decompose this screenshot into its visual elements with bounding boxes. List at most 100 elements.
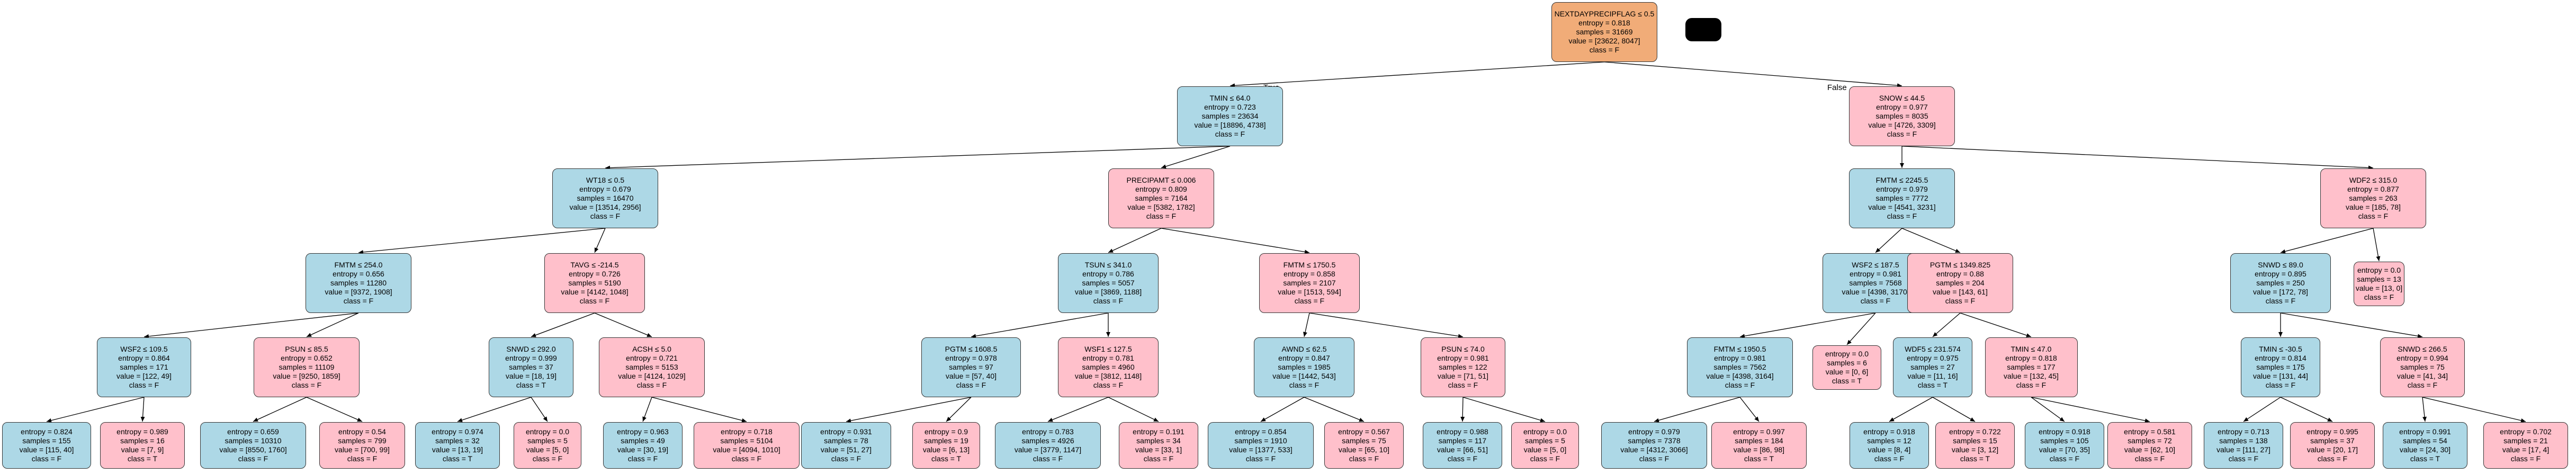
node-text-line: class = F	[1245, 454, 1276, 463]
node-text-line: entropy = 0.818	[2005, 354, 2057, 362]
node-text-line: entropy = 0.989	[116, 427, 168, 436]
node-text-line: samples = 32	[435, 436, 480, 445]
tree-edge	[1462, 397, 1546, 423]
node-text-line: entropy = 0.809	[1135, 185, 1187, 193]
node-text-line: TMIN ≤ -30.5	[2259, 345, 2302, 353]
node-text-line: entropy = 0.978	[945, 354, 997, 362]
tree-edge	[2422, 397, 2526, 423]
node-text-line: samples = 7772	[1875, 194, 1928, 202]
node-text-line: entropy = 0.721	[626, 354, 678, 362]
node-text-line: entropy = 0.786	[1082, 270, 1134, 278]
node-text-line: samples = 5	[527, 436, 568, 445]
node-text-line: samples = 184	[1735, 436, 1783, 445]
node-text-line: PSUN ≤ 85.5	[285, 345, 328, 353]
node-text-line: entropy = 0.781	[1082, 354, 1134, 362]
node-text-line: class = F	[2407, 381, 2438, 389]
node-text-line: value = [3869, 1188]	[1074, 288, 1142, 296]
node-text-line: class = F	[347, 454, 378, 463]
tree-edge	[2373, 228, 2381, 262]
node-text-line: entropy = 0.54	[338, 427, 386, 436]
node-text-line: value = [115, 40]	[19, 445, 74, 454]
node-text-line: value = [5, 0]	[526, 445, 569, 454]
node-text-line: samples = 78	[824, 436, 868, 445]
node-text-line: samples = 177	[2007, 363, 2056, 371]
tree-edge	[306, 397, 363, 422]
tree-edge	[1304, 397, 1365, 422]
tree-edge	[1739, 397, 1760, 422]
node-text-line: class = F	[2265, 381, 2296, 389]
redaction-blob	[1685, 18, 1721, 41]
node-text-line: entropy = 0.9	[924, 427, 968, 436]
node-text-line: samples = 19	[924, 436, 968, 445]
tree-edge	[1161, 228, 1310, 254]
node-text-line: entropy = 0.0	[1523, 427, 1567, 436]
node-text-line: class = F	[2364, 293, 2394, 301]
node-text-line: entropy = 0.713	[2218, 427, 2269, 436]
node-text-line: value = [4094, 1010]	[713, 445, 780, 454]
node-text-line: class = F	[1447, 454, 1478, 463]
node-text-line: value = [11, 16]	[1907, 372, 1958, 380]
tree-edge	[651, 397, 747, 423]
node-text-line: value = [13, 19]	[432, 445, 483, 454]
tree-edge	[2280, 228, 2374, 254]
edge-label-false: False	[1827, 83, 1847, 92]
node-text-line: value = [172, 78]	[2253, 288, 2308, 296]
tree-edge	[1108, 397, 1159, 422]
node-text-line: entropy = 0.974	[432, 427, 483, 436]
node-text-line: entropy = 0.783	[1022, 427, 1074, 436]
node-text-line: class = T	[1744, 454, 1774, 463]
node-text-line: samples = 12	[1867, 436, 1911, 445]
node-text-line: entropy = 0.847	[1278, 354, 1330, 362]
node-text-line: class = F	[731, 454, 762, 463]
tree-edge	[1047, 397, 1109, 422]
node-text-line: value = [23622, 8047]	[1568, 37, 1640, 45]
tree-edge	[531, 312, 595, 337]
node-text-line: value = [18896, 4738]	[1194, 121, 1266, 129]
node-text-line: value = [3779, 1147]	[1014, 445, 1082, 454]
node-text-line: class = F	[579, 297, 610, 305]
node-text-line: FMTM ≤ 1750.5	[1283, 261, 1336, 269]
node-text-line: SNWD ≤ 89.0	[2258, 261, 2303, 269]
node-text-line: samples = 7378	[1628, 436, 1681, 445]
node-text-line: entropy = 0.652	[281, 354, 333, 362]
node-text-line: value = [30, 19]	[617, 445, 669, 454]
node-text-line: entropy = 0.994	[2397, 354, 2448, 362]
node-text-line: value = [4124, 1029]	[618, 372, 686, 380]
node-text-line: value = [6, 13]	[922, 445, 970, 454]
node-text-line: samples = 4960	[1082, 363, 1135, 371]
tree-edge	[306, 312, 359, 337]
node-text-line: TSUN ≤ 341.0	[1084, 261, 1132, 269]
node-text-line: class = F	[1289, 381, 1320, 389]
node-text-line: class = F	[1448, 381, 1478, 389]
node-text-line: entropy = 0.991	[2399, 427, 2451, 436]
node-text-line: TMIN ≤ 47.0	[2010, 345, 2052, 353]
node-text-line: entropy = 0.918	[1863, 427, 1915, 436]
node-text-line: samples = 37	[509, 363, 553, 371]
node-text-line: samples = 5190	[568, 279, 621, 287]
node-text-line: entropy = 0.963	[617, 427, 669, 436]
tree-edge	[2031, 397, 2065, 422]
node-text-line: samples = 5	[1525, 436, 1565, 445]
node-text-line: samples = 117	[1438, 436, 1487, 445]
node-text-line: samples = 204	[1936, 279, 1985, 287]
node-text-line: class = F	[1589, 46, 1620, 54]
tree-edge	[1875, 228, 1902, 253]
node-text-line: value = [57, 40]	[945, 372, 997, 380]
tree-edge	[971, 312, 1109, 338]
node-text-line: WDF2 ≤ 315.0	[2349, 176, 2398, 184]
node-text-line: class = F	[1874, 454, 1905, 463]
tree-edge	[1309, 312, 1464, 338]
node-text-line: value = [9372, 1908]	[325, 288, 392, 296]
node-text-line: entropy = 0.726	[569, 270, 621, 278]
